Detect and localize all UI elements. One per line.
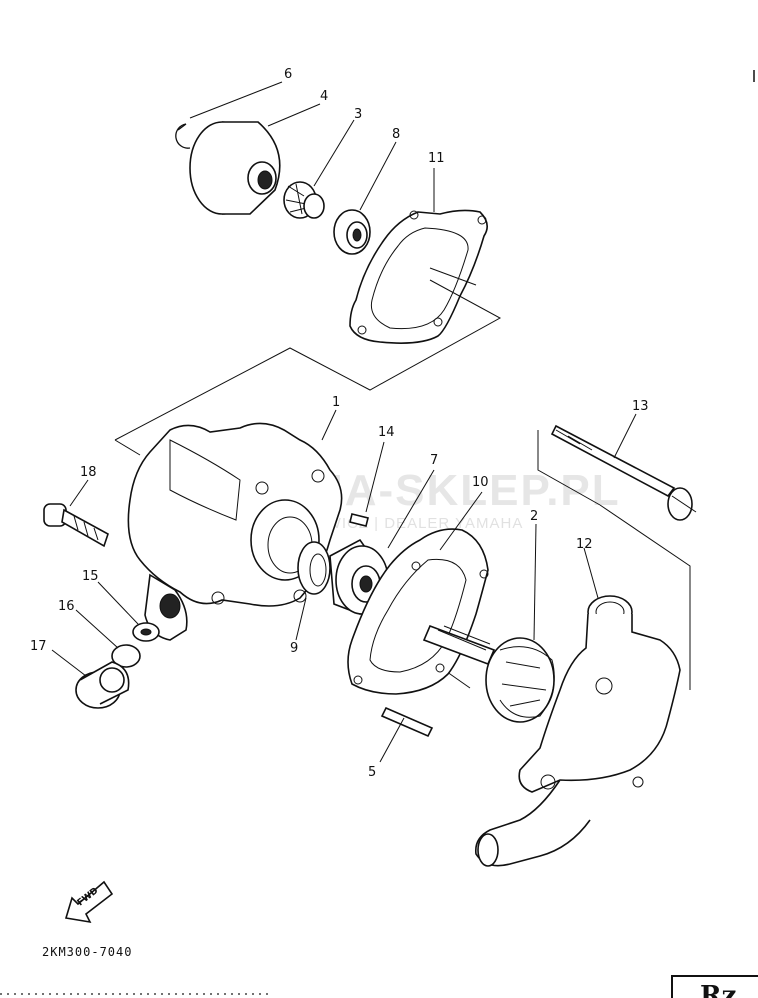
- part-code: 2KM300-7040: [42, 945, 132, 959]
- part-16-plug: [111, 644, 141, 668]
- assembly-guide-lines: [114, 279, 691, 690]
- part-13-bolt: [550, 424, 697, 521]
- callout-1: 1: [332, 395, 340, 410]
- part-4-impeller-cover: [189, 121, 281, 215]
- part-18-bolt: [43, 503, 109, 548]
- part-9-oil-seal: [297, 541, 331, 595]
- part-5-pin: [380, 706, 434, 738]
- callout-5: 5: [368, 765, 376, 780]
- callout-3: 3: [354, 107, 362, 122]
- part-11-gasket: [349, 209, 488, 344]
- fwd-arrow: FWD: [64, 880, 114, 924]
- callout-18: 18: [80, 465, 97, 480]
- part-17-cap: [75, 661, 130, 709]
- corner-label: Rz: [700, 981, 736, 998]
- part-15-washer: [132, 622, 160, 642]
- callout-17: 17: [30, 639, 47, 654]
- callout-16: 16: [58, 599, 75, 614]
- callout-8: 8: [392, 127, 400, 142]
- part-10-gasket: [347, 528, 489, 695]
- part-12-pump-cover: [474, 595, 681, 867]
- callout-10: 10: [472, 475, 489, 490]
- part-3-impeller: [283, 181, 325, 219]
- callout-6: 6: [284, 67, 292, 82]
- part-6-circlip: [175, 123, 191, 149]
- part-8-bearing: [333, 209, 371, 255]
- corner-page-label: Rz: [671, 975, 758, 998]
- callout-2: 2: [530, 509, 538, 524]
- part-14-dowel-pin: [349, 513, 369, 527]
- callout-15: 15: [82, 569, 99, 584]
- callout-12: 12: [576, 537, 593, 552]
- callout-11: 11: [428, 151, 445, 166]
- leader-lines: [51, 81, 637, 763]
- callout-14: 14: [378, 425, 395, 440]
- part-1-water-pump-body: [127, 422, 343, 641]
- part-2-impeller-shaft: [422, 624, 555, 723]
- callout-7: 7: [430, 453, 438, 468]
- callout-4: 4: [320, 89, 328, 104]
- callout-labels: 6 4 3 8 11 1 14 7 10 13 2 12 9 5 18 15 1…: [30, 67, 649, 780]
- callout-13: 13: [632, 399, 649, 414]
- callout-9: 9: [290, 641, 298, 656]
